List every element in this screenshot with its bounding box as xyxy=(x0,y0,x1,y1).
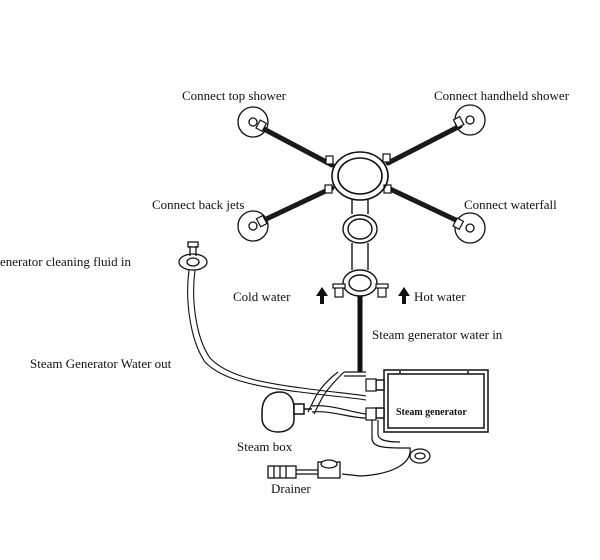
waterfall-outlet xyxy=(454,212,486,244)
label-steam-generator: Steam generator xyxy=(396,407,467,418)
back-jets-outlet xyxy=(237,210,269,242)
steam-generator-box xyxy=(375,369,489,433)
label-hot-water: Hot water xyxy=(414,289,466,304)
inlet-fittings xyxy=(332,283,389,298)
drainer-line xyxy=(341,420,431,477)
steam-pipe xyxy=(311,405,367,419)
cleaning-fluid-inlet xyxy=(178,241,208,271)
label-cold-water: Cold water xyxy=(233,289,291,304)
distribution-hoses xyxy=(259,123,463,225)
top-shower-outlet xyxy=(237,106,269,138)
drainer-valve xyxy=(267,459,341,479)
label-top-shower: Connect top shower xyxy=(182,88,287,103)
label-drainer: Drainer xyxy=(271,481,311,496)
label-steam-water-out: Steam Generator Water out xyxy=(30,356,172,371)
label-waterfall: Connect waterfall xyxy=(464,197,557,212)
valve-body xyxy=(342,200,378,297)
cleaning-fluid-tube xyxy=(187,269,367,401)
steam-box xyxy=(261,391,312,433)
distribution-hub xyxy=(331,151,389,201)
generator-connectors xyxy=(365,378,377,421)
water-out-tube xyxy=(307,371,366,415)
label-cleaning-fluid: enerator cleaning fluid in xyxy=(0,254,132,269)
label-handheld-shower: Connect handheld shower xyxy=(434,88,570,103)
hot-water-arrow xyxy=(398,287,410,304)
label-back-jets: Connect back jets xyxy=(152,197,244,212)
label-steam-water-in: Steam generator water in xyxy=(372,327,503,342)
cold-water-arrow xyxy=(316,287,328,304)
label-steam-box: Steam box xyxy=(237,439,293,454)
hose-fittings xyxy=(255,115,465,231)
